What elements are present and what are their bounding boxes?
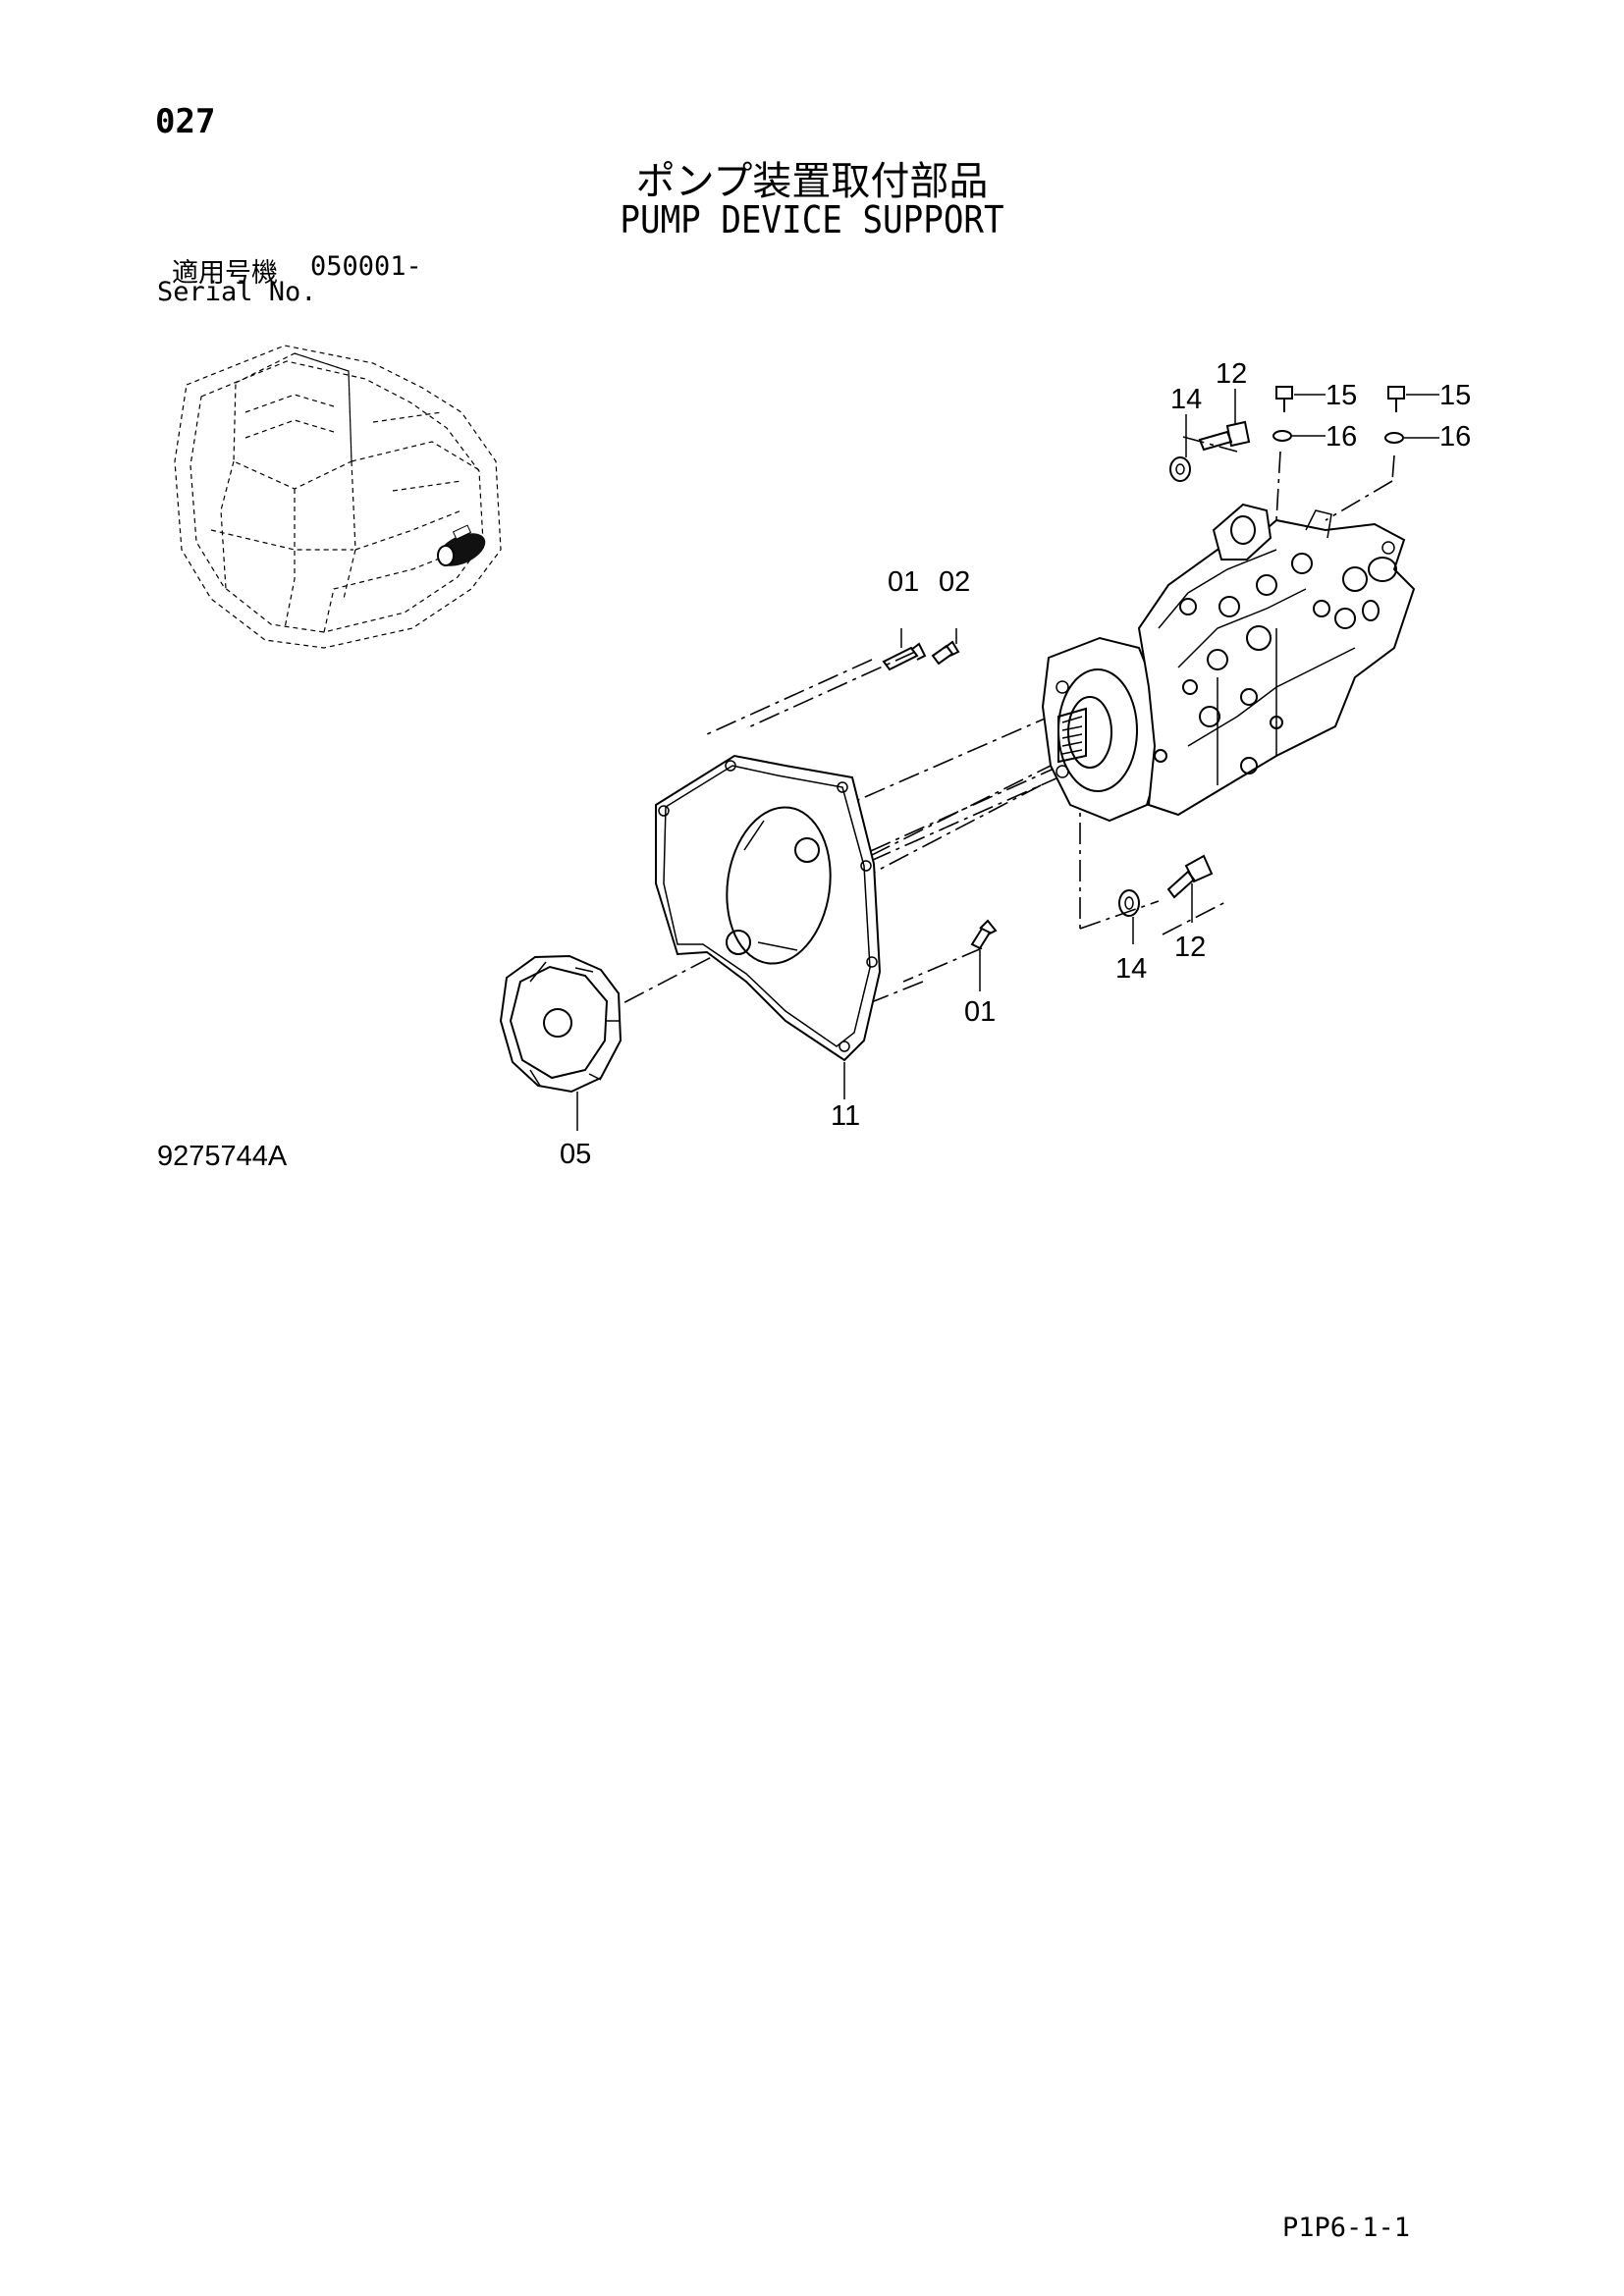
callout-15-left: 15	[1326, 380, 1357, 411]
callout-14-lower: 14	[1115, 953, 1147, 985]
page-title-english: PUMP DEVICE SUPPORT	[620, 198, 1004, 241]
coupling	[499, 954, 623, 1131]
serial-label-japanese: 適用号機	[172, 258, 278, 289]
callout-01-lower: 01	[964, 996, 996, 1028]
callout-15-right: 15	[1439, 380, 1471, 411]
bolt-01-upper	[882, 628, 927, 671]
callout-05: 05	[560, 1139, 591, 1170]
washer-16-left	[1272, 430, 1326, 442]
pump-location-marker	[437, 524, 486, 566]
callout-12-upper: 12	[1216, 358, 1247, 390]
bolt-02	[931, 628, 960, 666]
callout-01-upper: 01	[888, 566, 919, 598]
page-title-japanese: ポンプ装置取付部品	[635, 159, 989, 204]
callout-labels: 01 02 01 05 11 12 12 14 14 15 15 16 16	[560, 358, 1471, 1170]
bolt-01-lower	[970, 919, 998, 991]
hydraulic-pump	[1041, 503, 1416, 823]
callout-16-right: 16	[1439, 421, 1471, 453]
callout-02: 02	[939, 566, 970, 598]
machine-location-thumbnail	[174, 345, 502, 649]
washer-14-upper	[1169, 414, 1191, 482]
bolt-12-lower	[1166, 854, 1214, 923]
callout-14-upper: 14	[1170, 384, 1202, 415]
callout-12-lower: 12	[1174, 932, 1206, 963]
bolt-15-left	[1275, 386, 1326, 412]
bolt-15-right	[1387, 386, 1439, 412]
page-number: 027	[155, 102, 216, 141]
flywheel-housing-plate	[655, 754, 882, 1099]
washer-14-lower	[1118, 889, 1140, 944]
washer-16-right	[1384, 432, 1439, 444]
serial-range: 050001-	[310, 251, 422, 282]
callout-16-left: 16	[1326, 421, 1357, 453]
page-code: P1P6-1-1	[1282, 2213, 1411, 2243]
callout-11: 11	[831, 1100, 860, 1132]
bolt-12-upper	[1198, 389, 1251, 452]
serial-label-english: Serial No.	[157, 277, 317, 307]
drawing-number: 9275744A	[157, 1141, 288, 1172]
